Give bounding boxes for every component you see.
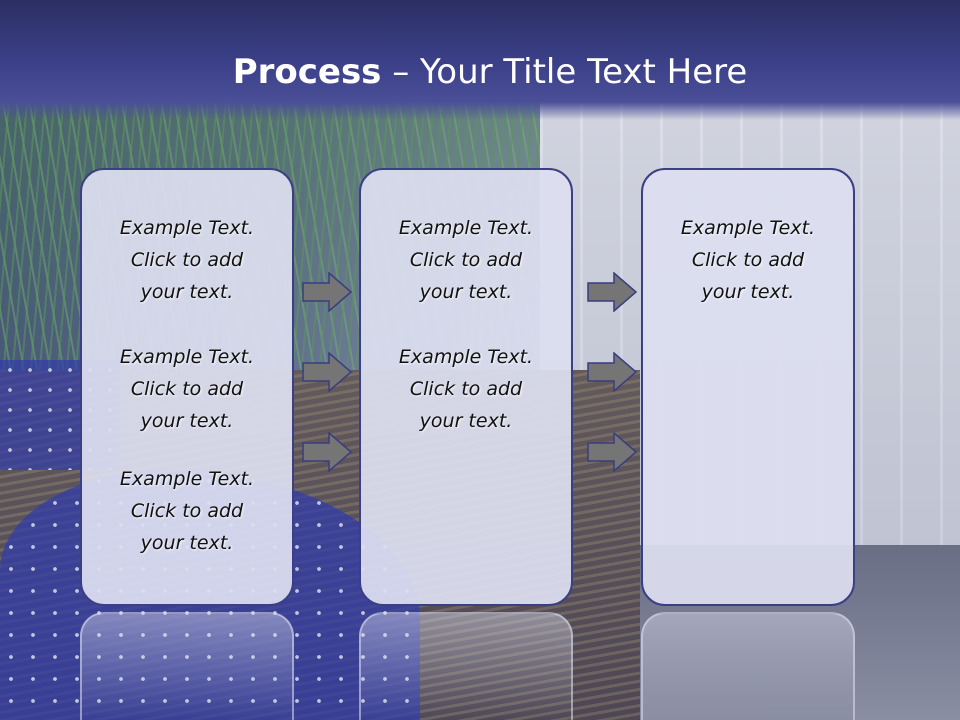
process-box-3[interactable]: Example Text. Click to add your text.	[641, 168, 855, 606]
text-line: Click to add	[130, 378, 244, 400]
text-line: your text.	[140, 410, 234, 432]
text-line: Example Text.	[398, 217, 534, 239]
right-arrow-icon	[302, 352, 352, 392]
text-line: Example Text.	[119, 346, 255, 368]
text-item[interactable]: Example Text. Click to add your text.	[82, 463, 292, 559]
process-box-2[interactable]: Example Text. Click to add your text. Ex…	[359, 168, 573, 606]
text-item[interactable]: Example Text. Click to add your text.	[361, 212, 571, 308]
slide-title[interactable]: Process – Your Title Text Here	[0, 52, 960, 92]
box-reflection-3	[641, 612, 855, 720]
text-line: Click to add	[130, 500, 244, 522]
text-line: Click to add	[691, 249, 805, 271]
text-line: Click to add	[409, 249, 523, 271]
text-line: Example Text.	[398, 346, 534, 368]
right-arrow-icon	[587, 272, 637, 312]
text-item[interactable]: Example Text. Click to add your text.	[643, 212, 853, 308]
process-box-1[interactable]: Example Text. Click to add your text. Ex…	[80, 168, 294, 606]
text-line: your text.	[140, 532, 234, 554]
title-bold: Process	[232, 52, 382, 92]
text-line: your text.	[140, 281, 234, 303]
text-line: your text.	[419, 410, 513, 432]
text-line: your text.	[419, 281, 513, 303]
text-item[interactable]: Example Text. Click to add your text.	[361, 341, 571, 437]
text-line: Click to add	[409, 378, 523, 400]
text-line: your text.	[701, 281, 795, 303]
box-reflection-1	[80, 612, 294, 720]
text-line: Example Text.	[119, 468, 255, 490]
text-item[interactable]: Example Text. Click to add your text.	[82, 341, 292, 437]
text-line: Example Text.	[680, 217, 816, 239]
title-rest: – Your Title Text Here	[381, 52, 748, 92]
box-reflection-2	[359, 612, 573, 720]
right-arrow-icon	[587, 352, 637, 392]
right-arrow-icon	[587, 432, 637, 472]
right-arrow-icon	[302, 432, 352, 472]
text-item[interactable]: Example Text. Click to add your text.	[82, 212, 292, 308]
right-arrow-icon	[302, 272, 352, 312]
text-line: Click to add	[130, 249, 244, 271]
text-line: Example Text.	[119, 217, 255, 239]
title-bar	[0, 0, 960, 120]
